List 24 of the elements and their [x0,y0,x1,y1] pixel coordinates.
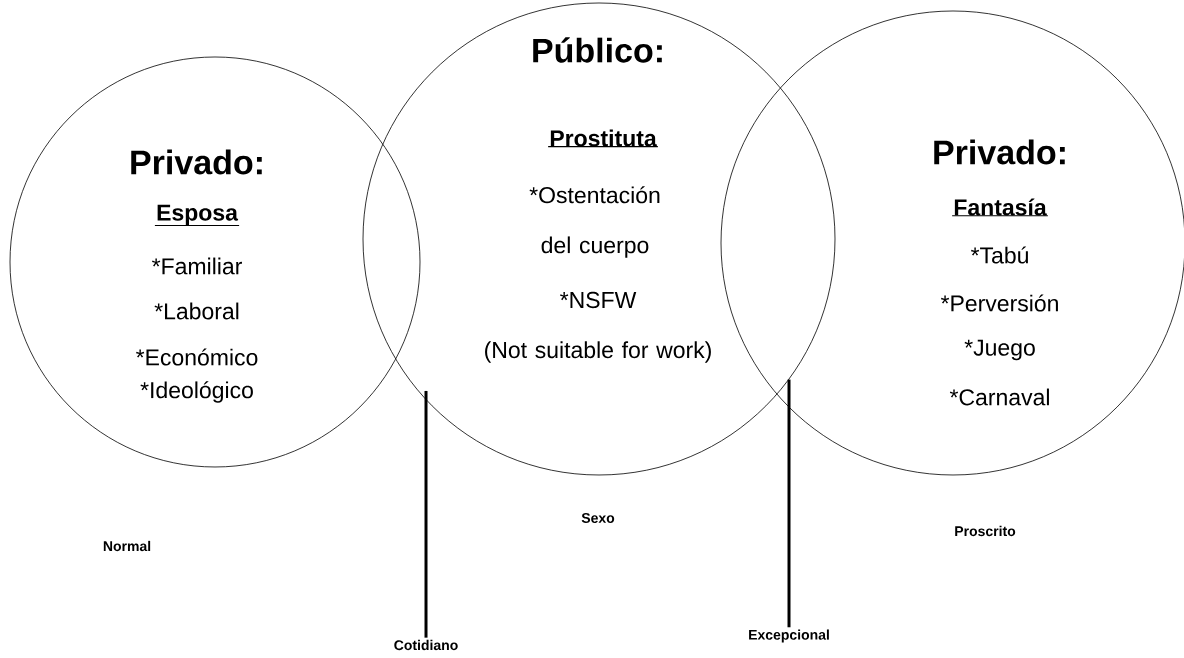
list-item: *Ostentación del cuerpo [529,186,660,258]
list-item: *Familiar [152,257,242,275]
line-label: Cotidiano [394,639,458,651]
leader-line [424,390,428,638]
zone-label: Sexo [581,513,615,523]
list-item: *Económico [136,348,258,366]
list-item: (Not suitable for work) [485,341,711,363]
zone-label: Normal [103,540,151,552]
list-item: *Tabú [970,246,1028,264]
list-item: *Carnaval [949,388,1049,406]
category-heading: Esposa [154,204,240,227]
list-item: *Ideológico [140,381,253,403]
list-item: *Juego [964,339,1035,361]
circle-heading: Privado: [131,149,262,175]
category-heading: Fantasía [951,198,1049,217]
circle-heading: Privado: [934,139,1065,165]
list-item: *Laboral [154,302,239,320]
leader-line [787,379,791,628]
list-item: *NSFW [560,291,637,309]
circle-heading: Público: [533,37,662,63]
category-heading: Prostituta [547,129,659,148]
zone-label: Proscrito [955,525,1016,537]
list-item: *Perversión [940,294,1058,312]
line-label: Excepcional [749,629,829,643]
